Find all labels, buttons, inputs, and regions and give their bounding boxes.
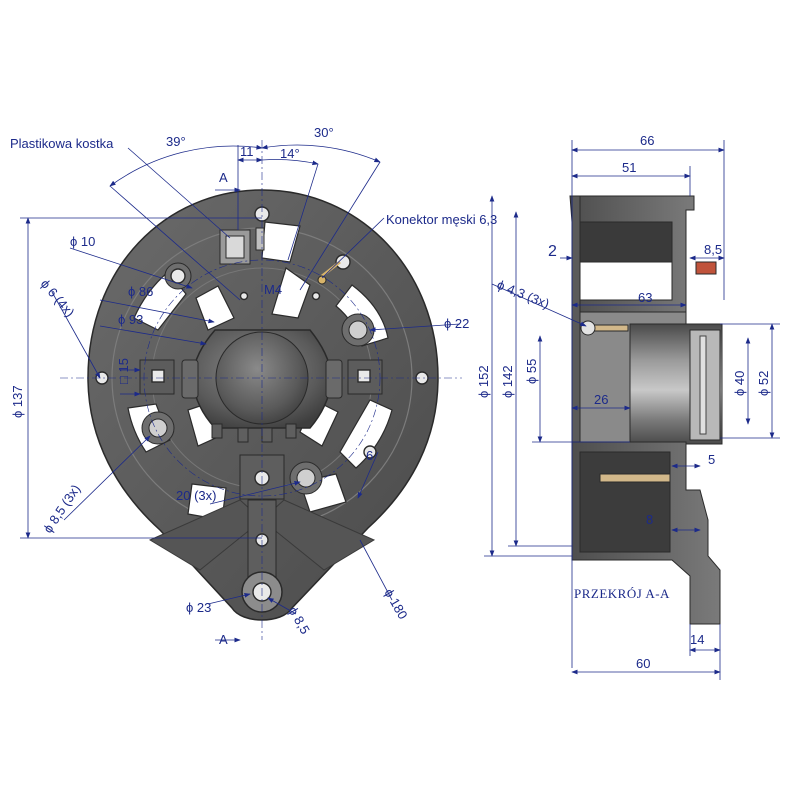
dim-60: 60 <box>636 656 650 671</box>
m4-hole <box>239 291 249 301</box>
hole-left <box>148 418 168 438</box>
leaders <box>51 147 461 615</box>
dim-4-3-leader <box>491 283 587 327</box>
left-square-hole <box>151 369 165 383</box>
dim-11: 11 <box>240 144 254 159</box>
dim-square-15: □ 15 <box>116 358 131 384</box>
angle-14: 14° <box>280 146 300 161</box>
hole-upper-left <box>170 268 186 284</box>
front-view: Plastikowa kostka Konektor męski 6,3 M4 … <box>10 125 497 647</box>
dim-phi-4-3-3x: ϕ 4,3 (3x) <box>495 277 552 311</box>
hub-lug-right <box>325 359 343 399</box>
dim-5: 5 <box>708 452 715 467</box>
dim-phi-55: ϕ 55 <box>524 359 539 384</box>
dim-phi-40: ϕ 40 <box>732 371 747 396</box>
section-cavity-top <box>571 221 673 263</box>
angle-39-leg <box>109 185 241 301</box>
dim-phi-52: ϕ 52 <box>756 371 771 396</box>
dim-phi-86: ϕ 86 <box>128 284 153 299</box>
dim-phi-137: ϕ 137 <box>10 385 25 418</box>
section-cavity-bottom <box>579 451 671 553</box>
hole-lower <box>296 468 316 488</box>
dim-20-3x: 20 (3x) <box>176 488 216 503</box>
hole-lower-right <box>363 445 377 459</box>
bearing-ring <box>699 335 707 435</box>
hole-right <box>348 320 368 340</box>
terminal-connector <box>695 261 717 275</box>
angle-30-leg <box>299 161 381 291</box>
section-view: 66 51 2 8,5 ϕ 4,3 (3x) 63 ϕ 152 ϕ 142 ϕ … <box>476 133 780 680</box>
hub-cap <box>215 331 309 425</box>
dim-26: 26 <box>594 392 608 407</box>
dim-8-5: 8,5 <box>704 242 722 257</box>
bolt-head <box>580 320 596 336</box>
small-hole <box>311 291 321 301</box>
dim-phi-180: ϕ 180 <box>381 586 410 622</box>
dim-phi-8-5-3x: ϕ 8,5 (3x) <box>40 482 83 536</box>
right-square-hole <box>357 369 371 383</box>
dim-phi-8-5: ϕ 8,5 <box>285 604 312 637</box>
dim-phi-6-4x: ϕ 6 (4x) <box>38 276 78 319</box>
hole-top-right <box>335 254 351 270</box>
angle-14-leg <box>287 163 319 261</box>
angle-30-arc <box>261 144 381 163</box>
dim-phi-10: ϕ 10 <box>70 234 95 249</box>
hub-tabs <box>211 423 297 443</box>
dim-8: 8 <box>646 512 653 527</box>
hub-lug-left <box>181 359 199 399</box>
dim-phi-22: ϕ 22 <box>444 316 469 331</box>
label-m4: M4 <box>264 282 282 297</box>
dim-63: 63 <box>638 290 652 305</box>
dim-2: 2 <box>548 243 557 260</box>
label-plastic-block: Plastikowa kostka <box>10 136 114 151</box>
dim-6: 6 <box>366 448 373 463</box>
section-title: PRZEKRÓJ A-A <box>574 586 670 601</box>
dim-14: 14 <box>690 632 704 647</box>
plastic-block <box>219 227 265 265</box>
angle-39: 39° <box>166 134 186 149</box>
dim-phi-93: ϕ 93 <box>118 312 143 327</box>
label-male-connector: Konektor męski 6,3 <box>386 212 497 227</box>
dim-phi-152: ϕ 152 <box>476 365 491 398</box>
angle-14-arc <box>261 159 319 166</box>
dim-51: 51 <box>622 160 636 175</box>
bolt-lower <box>599 473 671 483</box>
angle-39-arc <box>109 144 263 187</box>
dim-66: 66 <box>640 133 654 148</box>
dim-phi-23: ϕ 23 <box>186 600 211 615</box>
pcd-circle <box>143 259 381 497</box>
angle-30: 30° <box>314 125 334 140</box>
dim-phi-142: ϕ 142 <box>500 365 515 398</box>
section-marker-top: A <box>219 170 228 185</box>
section-marker-bottom: A <box>219 632 228 647</box>
